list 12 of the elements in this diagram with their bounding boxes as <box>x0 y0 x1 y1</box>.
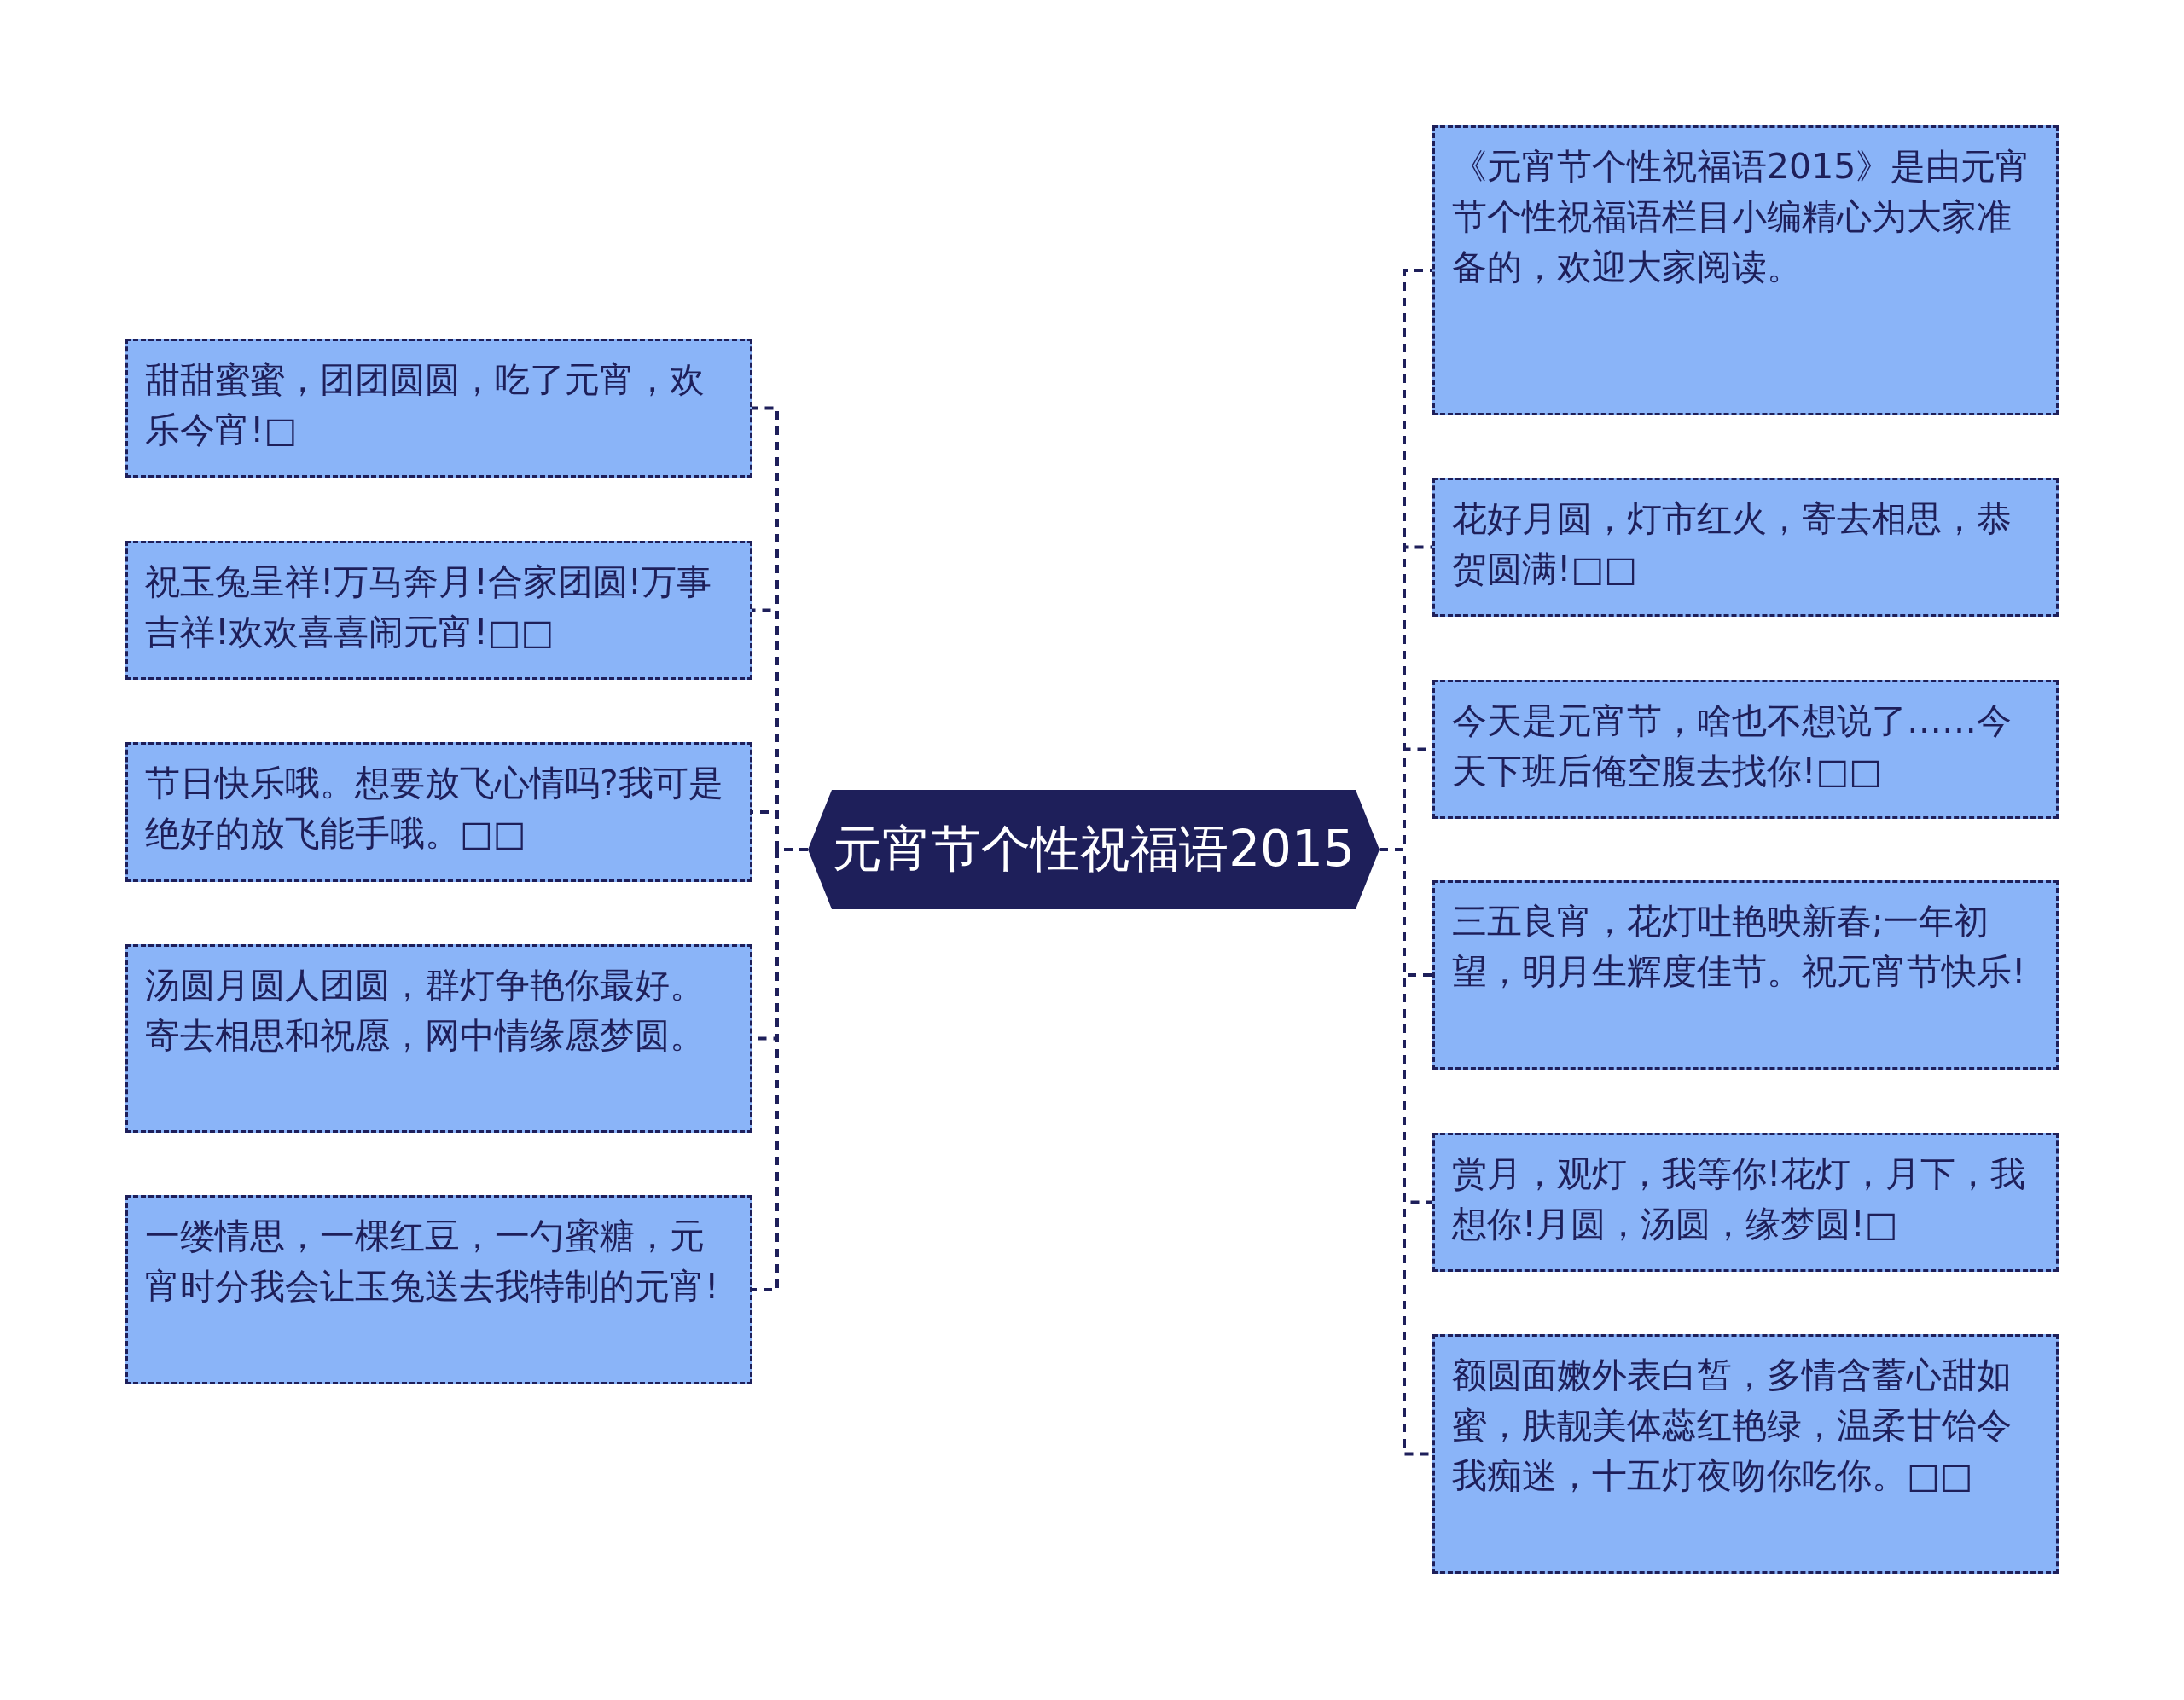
text-box: 《元宵节个性祝福语2015》是由元宵节个性祝福语栏目小编精心为大家准备的，欢迎大家阅读。 <box>1432 125 2059 415</box>
text-box: 汤圆月圆人团圆，群灯争艳你最好。寄去相思和祝愿，网中情缘愿梦圆。 <box>125 944 752 1133</box>
text-box: 今天是元宵节，啥也不想说了……今天下班后俺空腹去找你!□□ <box>1432 680 2059 819</box>
text-box: 一缕情思，一棵红豆，一勺蜜糖，元宵时分我会让玉兔送去我特制的元宵! <box>125 1195 752 1384</box>
text-box: 甜甜蜜蜜，团团圆圆，吃了元宵，欢乐今宵!□ <box>125 339 752 478</box>
text-box: 三五良宵，花灯吐艳映新春;一年初望，明月生辉度佳节。祝元宵节快乐! <box>1432 880 2059 1070</box>
text-box: 祝玉兔呈祥!万马奔月!合家团圆!万事吉祥!欢欢喜喜闹元宵!□□ <box>125 541 752 680</box>
text-box: 节日快乐哦。想要放飞心情吗?我可是绝好的放飞能手哦。□□ <box>125 742 752 882</box>
text-box: 花好月圆，灯市红火，寄去相思，恭贺圆满!□□ <box>1432 478 2059 617</box>
text-box: 额圆面嫩外表白皙，多情含蓄心甜如蜜，肤靓美体蕊红艳绿，温柔甘饴令我痴迷，十五灯夜吻你吃你。□□ <box>1432 1334 2059 1574</box>
text-box: 赏月，观灯，我等你!花灯，月下，我想你!月圆，汤圆，缘梦圆!□ <box>1432 1133 2059 1272</box>
title-banner: 元宵节个性祝福语2015 <box>808 790 1380 909</box>
